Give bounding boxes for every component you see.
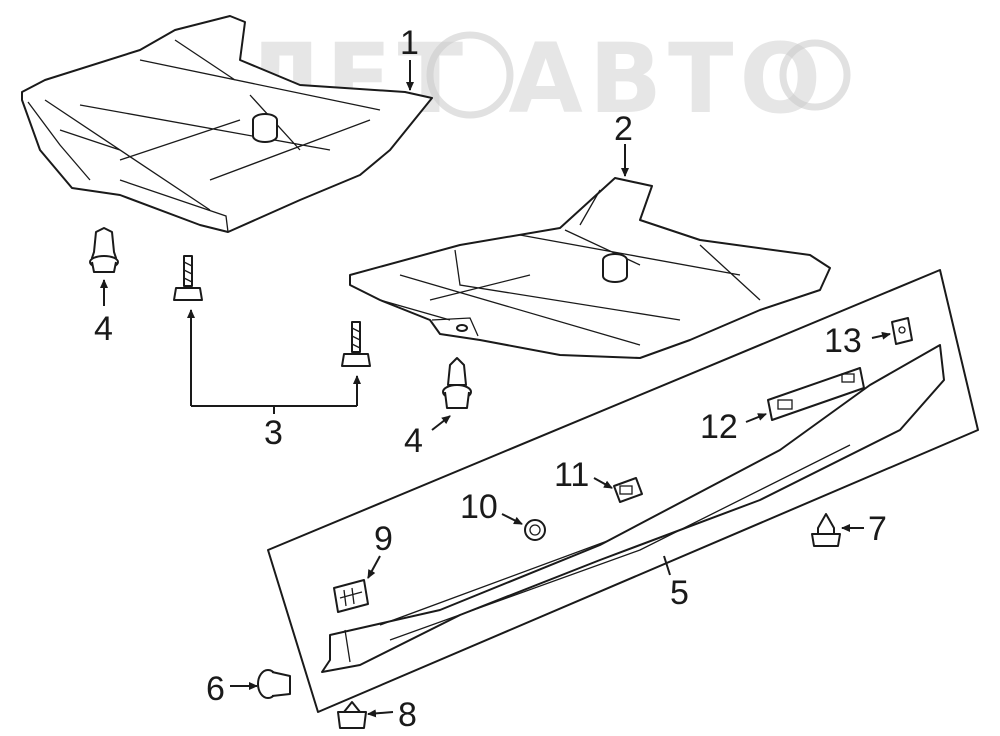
callout-labels: 1 2 3 4 4 5 6 7 8 9 10 11 12 13 — [94, 24, 887, 734]
part-2-rear-under-cover — [349, 177, 831, 359]
fastener-4-left — [89, 227, 119, 273]
watermark-gear-icon — [426, 31, 514, 119]
leader-12 — [745, 413, 767, 423]
clip-13 — [891, 317, 913, 345]
clip-8 — [337, 701, 367, 729]
clip-9 — [333, 579, 369, 613]
fastener-3-bolt-b — [341, 321, 371, 367]
callout-6: 6 — [206, 670, 225, 708]
leader-9 — [367, 555, 381, 579]
leader-13 — [871, 331, 891, 340]
leader-10 — [501, 513, 523, 525]
callout-7: 7 — [868, 510, 887, 548]
fastener-3-bolt-a — [173, 255, 203, 301]
leader-5 — [663, 555, 671, 576]
bracket-12 — [767, 367, 865, 421]
leader-3-bracket — [191, 405, 357, 414]
callout-11: 11 — [554, 456, 589, 494]
callout-4-left: 4 — [94, 310, 113, 348]
callout-10: 10 — [460, 488, 498, 526]
callout-4-right: 4 — [404, 422, 423, 460]
leader-11 — [593, 477, 613, 489]
clip-11 — [613, 477, 643, 503]
clip-6 — [257, 669, 291, 699]
watermark-ring-icon — [779, 39, 851, 111]
leader-8 — [367, 709, 394, 718]
part-5-side-sill-box — [267, 269, 979, 713]
callout-8: 8 — [398, 696, 417, 734]
callout-13: 13 — [824, 322, 862, 360]
callout-5: 5 — [670, 574, 689, 612]
part-1-front-under-cover — [21, 15, 433, 233]
fastener-4-right — [442, 357, 472, 409]
callout-12: 12 — [700, 408, 738, 446]
clip-7 — [811, 513, 841, 547]
leader-4-right — [431, 415, 451, 431]
callout-3: 3 — [264, 414, 283, 452]
fastener-10 — [524, 519, 546, 541]
leader-lines — [100, 60, 891, 718]
callout-1: 1 — [400, 24, 419, 62]
callout-9: 9 — [374, 520, 393, 558]
callout-2: 2 — [614, 110, 633, 148]
